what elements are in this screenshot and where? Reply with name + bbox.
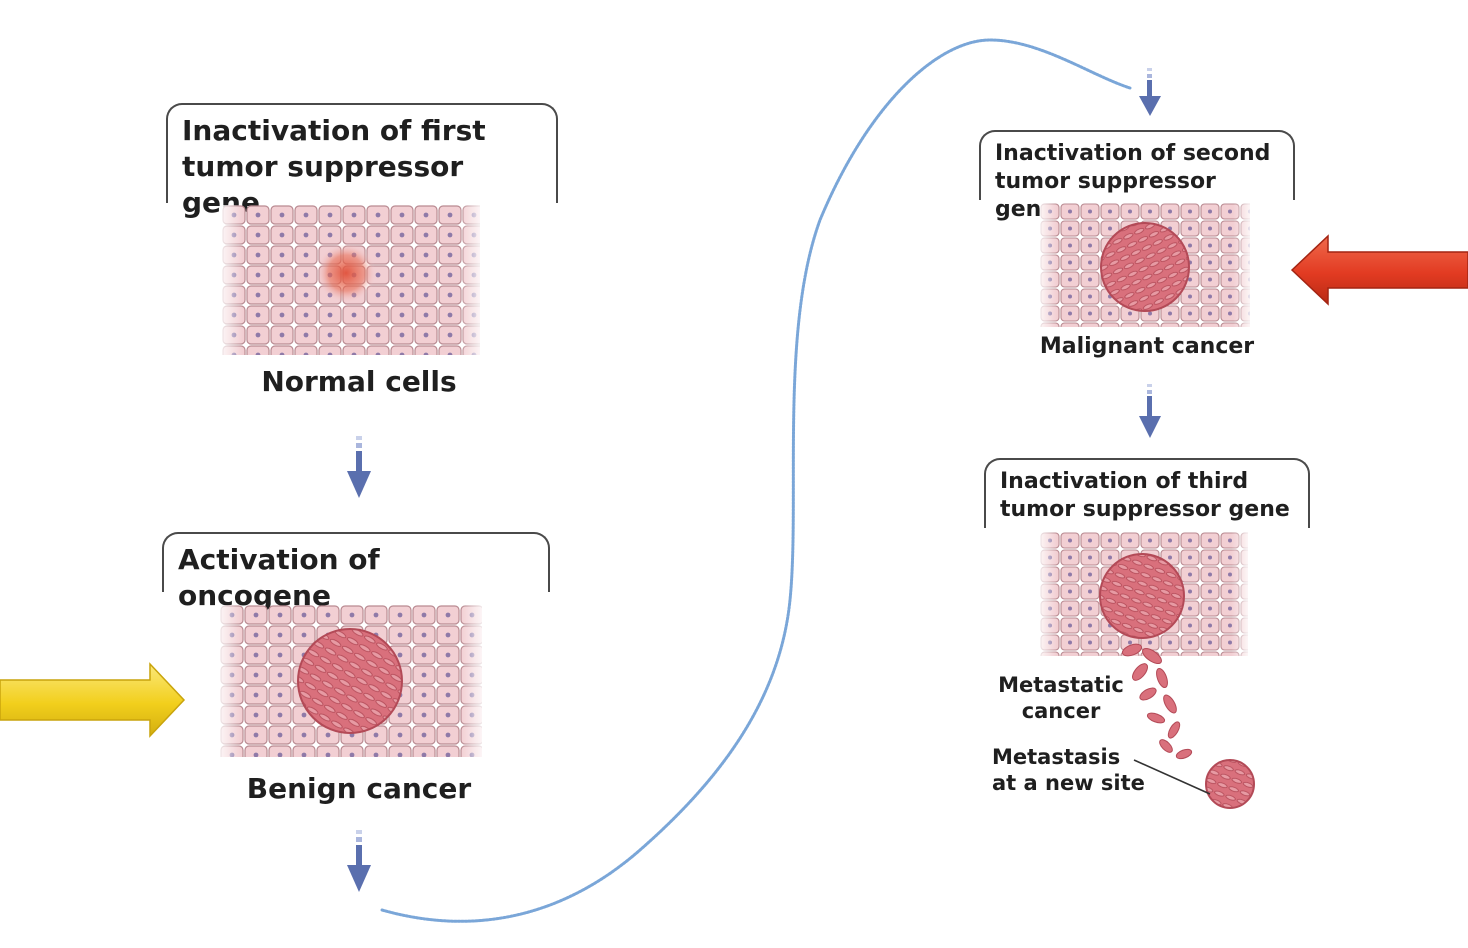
step-title-line: tumor suppressor gene (1000, 497, 1290, 523)
caption-normal-cells: Normal cells (261, 365, 457, 398)
step-box-oncogene: Activation of oncogene (162, 532, 550, 612)
step-title-line: Inactivation of second (995, 141, 1271, 166)
tissue-benign-cancer (220, 605, 482, 757)
arrow-down-icon (347, 436, 371, 498)
label-metastatic-cancer: Metastatic cancer (996, 672, 1126, 725)
step-title-line: Inactivation of third (1000, 469, 1249, 494)
step-box-first-suppressor: Inactivation of first tumor suppressor g… (166, 103, 558, 219)
step-box-third-suppressor: Inactivation of third tumor suppressor g… (984, 458, 1310, 528)
red-arrow-left-icon (1290, 234, 1468, 306)
label-metastasis-new-site: Metastasis at a new site (992, 744, 1162, 797)
connector-path (380, 38, 1132, 923)
arrow-down-icon (1139, 384, 1161, 438)
step-title-line: Activation of oncogene (178, 543, 380, 612)
step-box-second-suppressor: Inactivation of second tumor suppressor … (979, 130, 1295, 222)
label-line: cancer (1021, 699, 1101, 724)
label-line: Metastatic (998, 673, 1124, 697)
arrow-down-icon (1139, 68, 1161, 116)
tissue-malignant-cancer (1040, 203, 1250, 327)
step-title-line: tumor suppressor gene (182, 149, 464, 219)
label-line: at a new site (992, 771, 1145, 796)
yellow-arrow-right-icon (0, 662, 186, 738)
tissue-metastatic-cancer (1040, 532, 1255, 809)
step-title-line: Inactivation of first (182, 114, 486, 147)
caption-malignant-cancer: Malignant cancer (1039, 334, 1255, 359)
arrow-down-icon (347, 830, 371, 892)
caption-benign-cancer: Benign cancer (246, 772, 472, 805)
label-line: Metastasis (992, 745, 1121, 769)
tissue-normal-cells (222, 205, 480, 355)
